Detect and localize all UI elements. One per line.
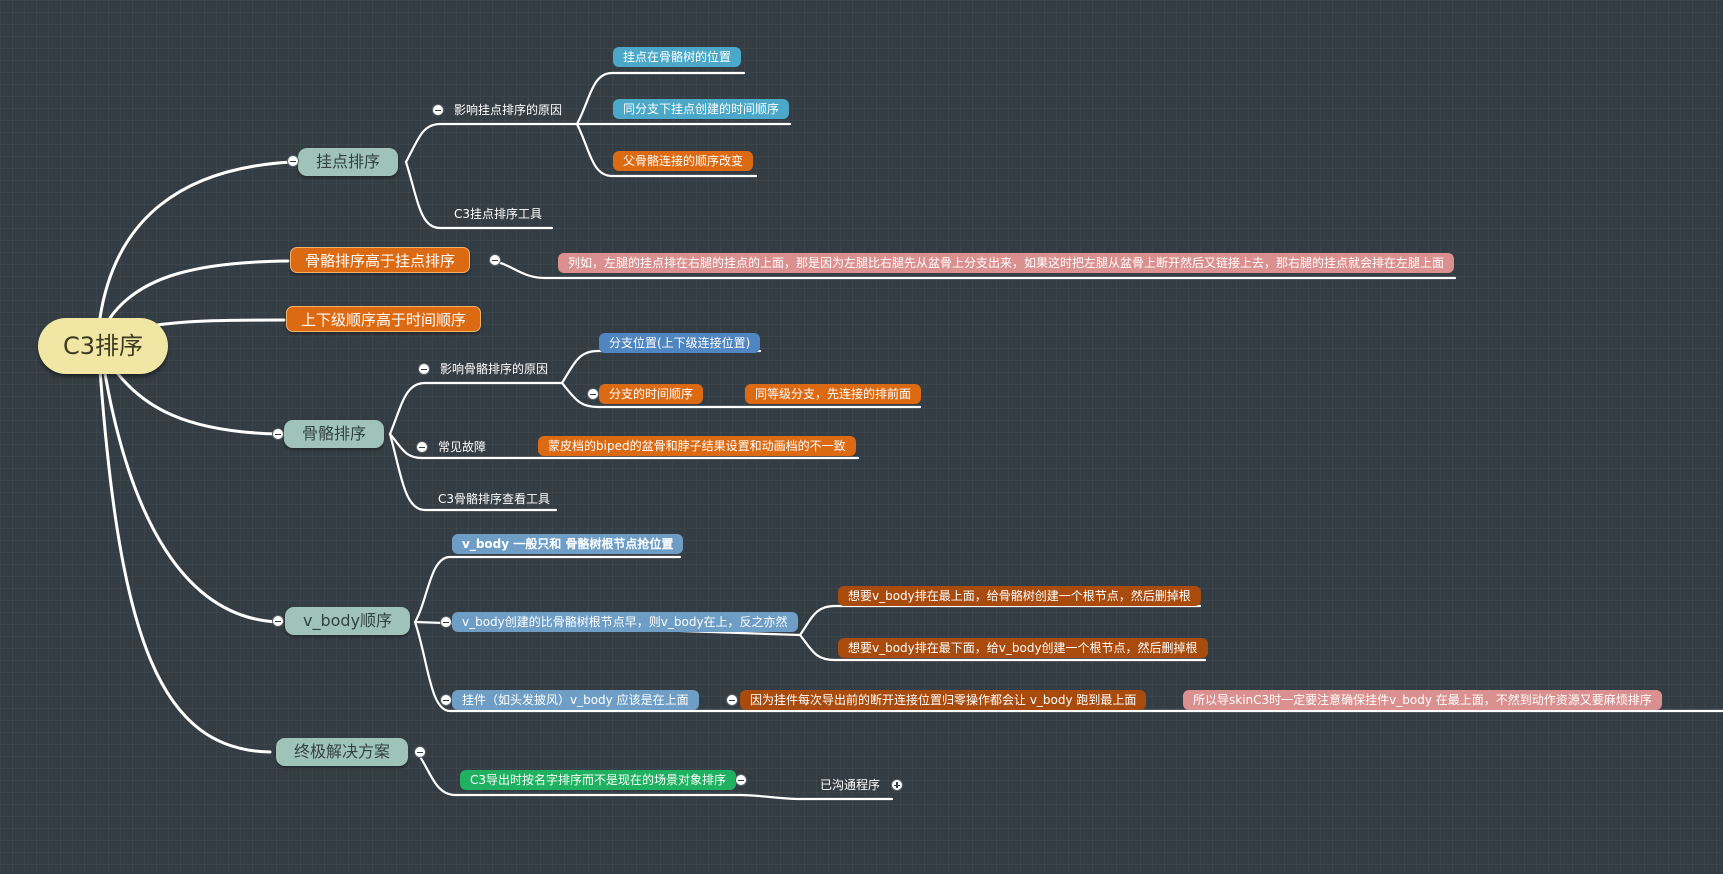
node-common-fault[interactable]: 常见故障 xyxy=(438,440,487,454)
node-guadian-position[interactable]: 挂点在骨骼树的位置 xyxy=(613,47,742,67)
connector-vbody-pendant xyxy=(413,620,1723,713)
node-communicated[interactable]: 已沟通程序 xyxy=(820,778,881,792)
node-pendant-reason[interactable]: 因为挂件每次导出前的断开连接位置归零操作都会让 v_body 跑到最上面 xyxy=(740,690,1147,710)
node-left-leg-example[interactable]: 列如，左腿的挂点排在右腿的挂点的上面，那是因为左腿比右腿先从盆骨上分支出来，如果… xyxy=(558,253,1455,273)
connector-vbody-grab xyxy=(413,555,682,624)
node-skinc3-note[interactable]: 所以导skinC3时一定要注意确保挂件v_body 在最上面，不然到动作资源又要… xyxy=(1183,690,1662,710)
collapse-icon[interactable] xyxy=(272,615,284,627)
collapse-icon[interactable] xyxy=(440,616,452,628)
connector-created-bottom xyxy=(798,633,1207,662)
node-vbody-bottom[interactable]: 想要v_body排在最下面，给v_body创建一个根节点，然后删掉根 xyxy=(838,638,1208,658)
connector-reason-branchpos xyxy=(560,349,762,385)
collapse-icon[interactable] xyxy=(489,254,501,266)
node-guge-reason[interactable]: 影响骨骼排序的原因 xyxy=(440,362,549,376)
connector-root-shangxia xyxy=(148,318,286,328)
collapse-icon[interactable] xyxy=(287,155,299,167)
branch-vbody-order[interactable]: v_body顺序 xyxy=(285,607,411,635)
node-branch-position[interactable]: 分支位置(上下级连接位置) xyxy=(599,333,761,353)
collapse-icon[interactable] xyxy=(272,428,284,440)
collapse-icon[interactable] xyxy=(440,694,452,706)
node-guadian-time-order[interactable]: 同分支下挂点创建的时间顺序 xyxy=(613,99,790,119)
collapse-icon[interactable] xyxy=(735,774,747,786)
node-vbody-created-earlier[interactable]: v_body创建的比骨骼树根节点早，则v_body在上，反之亦然 xyxy=(452,612,798,632)
connector-reason-branchtime xyxy=(560,381,922,409)
branch-guge-above-guadian[interactable]: 骨骼排序高于挂点排序 xyxy=(290,247,471,273)
connector-root-zhongji xyxy=(98,368,272,754)
connector-zhongji-export xyxy=(415,750,742,797)
branch-guge-sort[interactable]: 骨骼排序 xyxy=(284,420,385,448)
branch-guadian-sort[interactable]: 挂点排序 xyxy=(298,148,399,176)
connector-export-communicated xyxy=(738,793,894,801)
connector-reason-parent xyxy=(575,122,758,178)
collapse-icon[interactable] xyxy=(432,104,444,116)
expand-icon[interactable] xyxy=(891,779,903,791)
connector-created-top xyxy=(798,604,1202,637)
collapse-icon[interactable] xyxy=(416,441,428,453)
connector-guge-fault xyxy=(388,432,534,460)
node-vbody-top[interactable]: 想要v_body排在最上面，给骨骼树创建一个根节点，然后删掉根 xyxy=(838,586,1201,606)
branch-hierarchy-above-time[interactable]: 上下级顺序高于时间顺序 xyxy=(286,306,482,332)
node-guadian-parent-order[interactable]: 父骨骼连接的顺序改变 xyxy=(613,151,754,171)
branch-ultimate-solution[interactable]: 终极解决方案 xyxy=(276,738,409,766)
connector-root-gugeshangxia xyxy=(108,259,290,320)
connector-guadian-tool xyxy=(404,160,554,230)
node-branch-time-order[interactable]: 分支的时间顺序 xyxy=(599,384,704,404)
node-vbody-grab-root[interactable]: v_body 一般只和 骨骼树根节点抢位置 xyxy=(452,534,684,554)
node-export-by-name[interactable]: C3导出时按名字排序而不是现在的场景对象排序 xyxy=(460,770,737,790)
connector-root-vbody xyxy=(102,366,280,624)
collapse-icon[interactable] xyxy=(587,388,599,400)
connector-guge-tool xyxy=(388,432,558,512)
node-guadian-reason[interactable]: 影响挂点排序的原因 xyxy=(454,103,563,117)
collapse-icon[interactable] xyxy=(414,746,426,758)
node-same-level-branch[interactable]: 同等级分支，先连接的排前面 xyxy=(745,384,922,404)
node-biped-mismatch[interactable]: 蒙皮档的biped的盆骨和脖子结果设置和动画档的不一致 xyxy=(538,436,856,456)
node-guadian-tool[interactable]: C3挂点排序工具 xyxy=(454,207,543,221)
node-pendant-vbody-top[interactable]: 挂件（如头发披风）v_body 应该是在上面 xyxy=(452,690,699,710)
connector-guadian-reason xyxy=(404,122,579,164)
connector-root-guge xyxy=(106,358,280,436)
connector-guge-reason xyxy=(388,381,564,436)
node-guge-tool[interactable]: C3骨骼排序查看工具 xyxy=(438,492,551,506)
collapse-icon[interactable] xyxy=(726,694,738,706)
connector-reason-pos xyxy=(575,71,746,126)
connector-root-guadian xyxy=(98,160,294,320)
root-node[interactable]: C3排序 xyxy=(38,318,168,374)
collapse-icon[interactable] xyxy=(418,363,430,375)
